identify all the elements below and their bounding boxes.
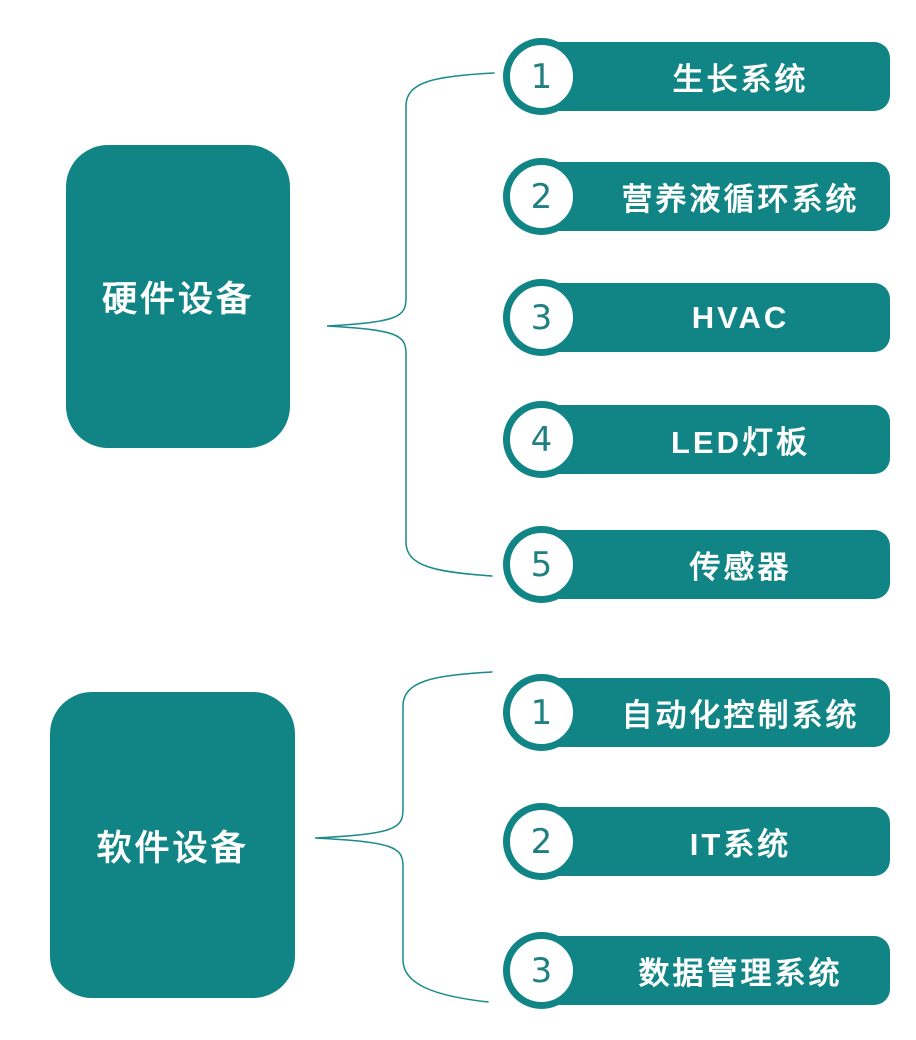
category-box-hardware: 硬件设备 <box>66 145 290 448</box>
branch-item-number: 1 <box>530 692 553 733</box>
branch-item-label: HVAC <box>691 299 790 335</box>
branch-item-pill: 生长系统 <box>533 42 890 111</box>
branch-item-pill: IT系统 <box>533 807 890 876</box>
branch-item-label: 传感器 <box>689 550 792 585</box>
branch-item-number-badge: 3 <box>503 279 580 356</box>
branch-item-pill: HVAC <box>533 283 890 352</box>
branch-item-number: 3 <box>530 950 553 991</box>
branch-item: HVAC 3 <box>503 279 891 356</box>
branch-item-label: 自动化控制系统 <box>621 698 860 733</box>
branch-item-number-badge: 2 <box>503 158 580 235</box>
hardware-brace-connector <box>326 72 495 577</box>
branch-item-number: 1 <box>530 56 553 97</box>
branch-item-pill: 营养液循环系统 <box>533 162 890 231</box>
branch-item-number: 2 <box>530 176 553 217</box>
branch-item-pill: 自动化控制系统 <box>533 678 890 747</box>
branch-item-number: 5 <box>530 544 553 585</box>
branch-item: IT系统 2 <box>503 803 891 880</box>
branch-item-label: LED灯板 <box>671 425 810 460</box>
branch-item-number: 3 <box>530 297 553 338</box>
branch-item-number-badge: 4 <box>503 401 580 478</box>
branch-item-number-badge: 3 <box>503 932 580 1009</box>
branch-item: 自动化控制系统 1 <box>503 674 891 751</box>
branch-item-label: IT系统 <box>689 827 792 862</box>
branch-item-pill: LED灯板 <box>533 405 890 474</box>
branch-item: LED灯板 4 <box>503 401 891 478</box>
branch-item-number-badge: 5 <box>503 526 580 603</box>
branch-item-number: 2 <box>530 821 553 862</box>
branch-item-label: 营养液循环系统 <box>621 182 860 217</box>
branch-item-pill: 传感器 <box>533 530 890 599</box>
branch-item-number: 4 <box>530 419 553 460</box>
branch-item: 数据管理系统 3 <box>503 932 891 1009</box>
category-label-hardware: 硬件设备 <box>101 280 254 319</box>
category-label-software: 软件设备 <box>96 828 249 868</box>
branch-item: 生长系统 1 <box>503 38 891 115</box>
branch-item-label: 数据管理系统 <box>638 956 843 991</box>
branch-item-number-badge: 1 <box>503 674 580 751</box>
branch-item-number-badge: 2 <box>503 803 580 880</box>
software-brace-connector <box>314 671 493 1003</box>
branch-item: 传感器 5 <box>503 526 891 603</box>
branch-item-label: 生长系统 <box>672 62 809 97</box>
category-box-software: 软件设备 <box>50 692 295 998</box>
branch-item-pill: 数据管理系统 <box>533 936 890 1005</box>
branch-item-number-badge: 1 <box>503 38 580 115</box>
branch-item: 营养液循环系统 2 <box>503 158 891 235</box>
